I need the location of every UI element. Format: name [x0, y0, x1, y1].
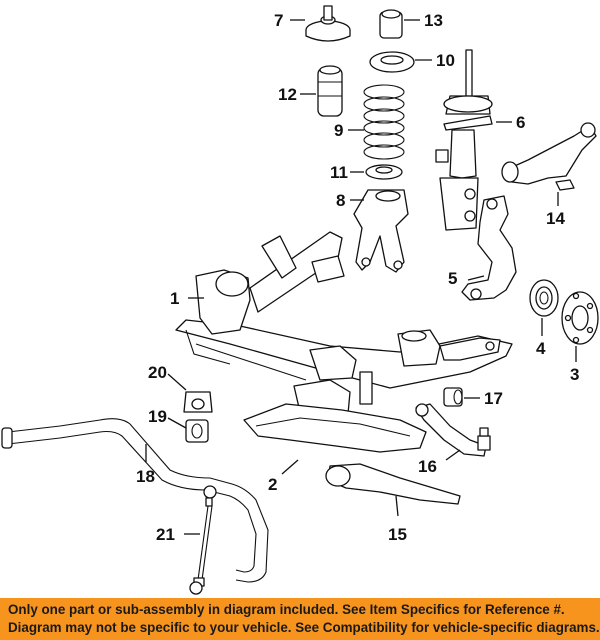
callout-1: 1: [170, 289, 179, 308]
callout-19: 19: [148, 407, 167, 426]
part-wheel-hub: [561, 291, 599, 345]
disclaimer-banner: Only one part or sub-assembly in diagram…: [0, 598, 600, 640]
callout-21: 21: [156, 525, 175, 544]
callout-20: 20: [148, 363, 167, 382]
part-lower-shield: [243, 403, 427, 453]
part-stabilizer-bar: [1, 418, 269, 583]
part-steering-knuckle: [461, 195, 517, 301]
callout-14: 14: [546, 209, 565, 228]
callout-18: 18: [136, 467, 155, 486]
part-bushing: [443, 387, 463, 407]
part-upper-control-arm: [501, 122, 597, 191]
part-strut-mount: [305, 5, 351, 42]
part-lower-control-arm: [325, 463, 461, 505]
callout-15: 15: [388, 525, 407, 544]
part-stabilizer-bushing: [185, 419, 209, 443]
callout-2: 2: [268, 475, 277, 494]
callout-5: 5: [448, 269, 457, 288]
part-lower-insulator: [365, 164, 403, 180]
callout-8: 8: [336, 191, 345, 210]
callout-16: 16: [418, 457, 437, 476]
part-wheel-bearing: [529, 279, 559, 317]
callout-3: 3: [570, 365, 579, 384]
part-lower-arm-link: [415, 403, 491, 457]
part-bump-stop: [379, 9, 403, 39]
callout-17: 17: [484, 389, 503, 408]
callout-11: 11: [330, 163, 348, 182]
part-coil-spring: [363, 84, 405, 160]
callout-10: 10: [436, 51, 455, 70]
part-subframe: [175, 231, 513, 421]
callout-9: 9: [334, 121, 343, 140]
disclaimer-line-1: Only one part or sub-assembly in diagram…: [8, 602, 565, 617]
callout-6: 6: [516, 113, 525, 132]
parts-diagram: 7 13 10 12 9 11: [1, 5, 599, 595]
part-jounce-bumper: [317, 65, 343, 117]
callout-12: 12: [278, 85, 297, 104]
part-strut-fork: [353, 189, 409, 273]
part-strut-assembly: [435, 49, 493, 231]
part-upper-spring-seat: [369, 51, 415, 73]
disclaimer-line-2: Diagram may not be specific to your vehi…: [8, 620, 600, 635]
callout-7: 7: [274, 11, 283, 30]
callout-13: 13: [424, 11, 443, 30]
part-stabilizer-bracket: [183, 391, 213, 413]
part-stabilizer-link: [189, 485, 217, 595]
callout-4: 4: [536, 339, 546, 358]
